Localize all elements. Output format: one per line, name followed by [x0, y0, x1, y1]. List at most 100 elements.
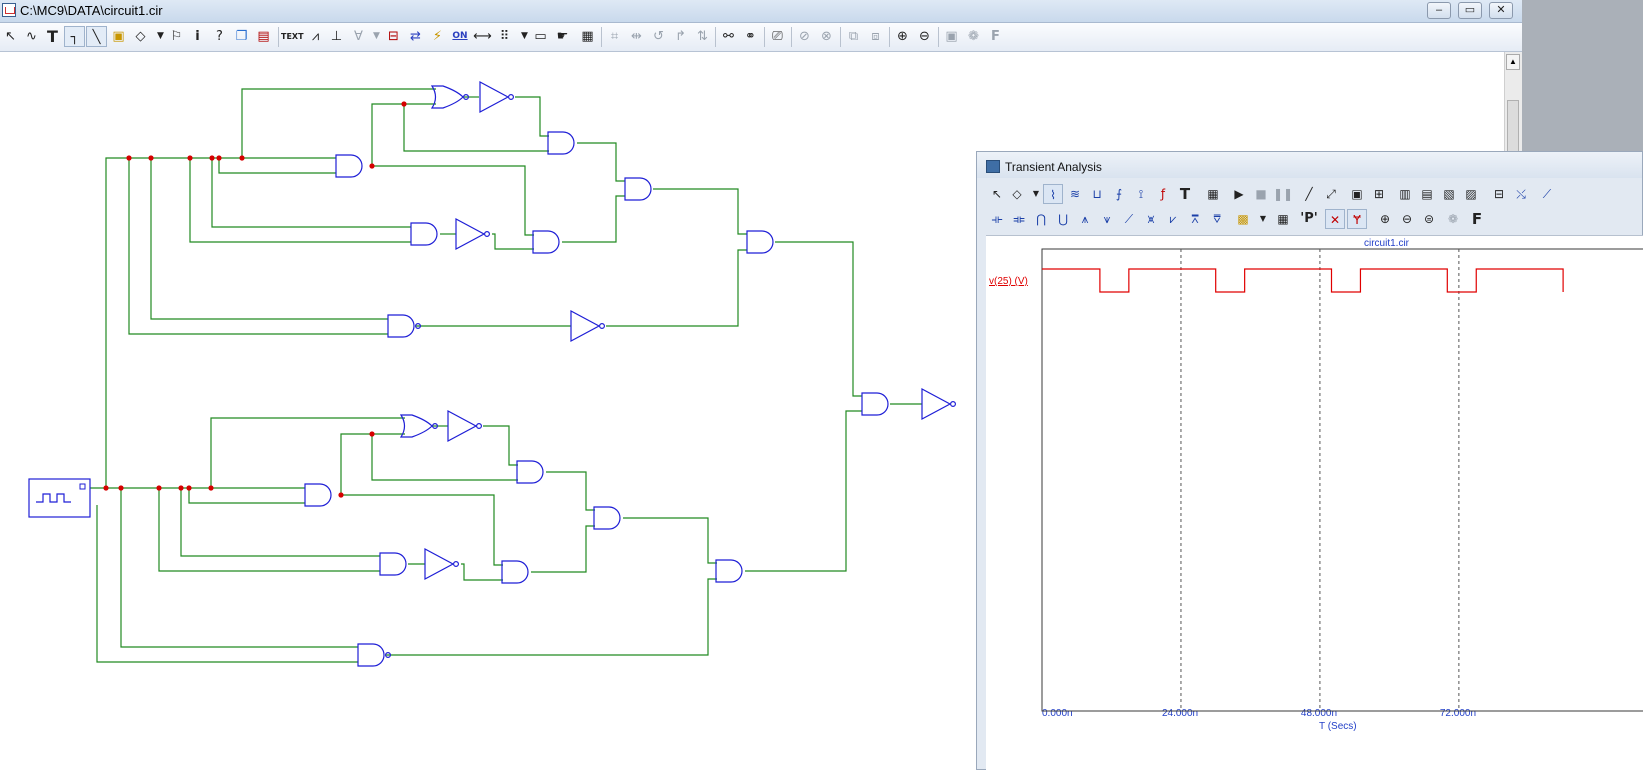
maximize-button[interactable]: ▭	[1458, 2, 1482, 19]
palette-icon[interactable]: ❁	[968, 29, 979, 44]
zoom-out-icon[interactable]: ⊖	[919, 29, 930, 44]
text-tool-icon[interactable]: T	[1179, 185, 1191, 203]
y-axis-tool-icon[interactable]: Ɏ	[1347, 209, 1367, 229]
cursor-left-icon[interactable]: ⟛	[991, 212, 1003, 226]
and-gate[interactable]	[501, 560, 529, 584]
voltage-display-icon[interactable]: ∀	[354, 29, 363, 44]
bus-icon[interactable]: ▣	[112, 29, 125, 44]
and-gate[interactable]	[304, 483, 332, 507]
minor-grid-icon[interactable]: ▤	[1421, 187, 1433, 201]
valley-icon[interactable]: ⋃	[1058, 212, 1068, 226]
x-axis-tool-icon[interactable]: ✕	[1325, 209, 1345, 229]
power-display-icon[interactable]: ⊟	[388, 29, 399, 44]
copy-icon[interactable]: ⧉	[848, 29, 859, 44]
not-gate[interactable]	[447, 410, 482, 442]
and-gate[interactable]	[746, 230, 774, 254]
properties-icon[interactable]: ▦	[1207, 187, 1219, 201]
frame-icon[interactable]: ▣	[1351, 187, 1363, 201]
find-icon[interactable]: ⚯	[723, 29, 734, 44]
zoom-out-icon[interactable]: ⊖	[1401, 212, 1413, 226]
and-gate[interactable]	[715, 559, 743, 583]
shapes-dropdown-icon[interactable]: ▼	[1032, 189, 1040, 198]
horizontal-grid-icon[interactable]: ▧	[1443, 187, 1455, 201]
font-icon[interactable]: F	[991, 29, 1000, 44]
clock-source[interactable]	[28, 478, 91, 518]
current-flow-icon[interactable]: ⇄	[410, 29, 421, 44]
low-icon[interactable]: ⩛	[1103, 212, 1111, 226]
and-gate[interactable]	[593, 506, 621, 530]
warning-icon[interactable]: ⊘	[799, 29, 810, 44]
flag-icon[interactable]: ⚐	[170, 29, 183, 44]
align-icon[interactable]: ⌗	[610, 29, 619, 44]
presentation-icon[interactable]: ⎚	[772, 29, 783, 44]
and-gate[interactable]	[547, 131, 575, 155]
not-gate[interactable]	[455, 218, 490, 250]
inflection-icon[interactable]: ⟋	[1124, 212, 1134, 226]
data-points-icon[interactable]: ⊔	[1092, 187, 1102, 201]
and-gate[interactable]	[357, 643, 385, 667]
not-gate[interactable]	[424, 548, 459, 580]
ruler-icon[interactable]: ⟟	[1138, 187, 1144, 201]
scale-mode-icon[interactable]: ⌇	[1043, 184, 1063, 204]
fourier-icon[interactable]: ƒ	[1160, 187, 1166, 201]
trace-icon[interactable]: ⤯	[1516, 187, 1526, 201]
and-gate[interactable]	[387, 314, 415, 338]
shapes-dropdown-icon[interactable]: ▼	[157, 31, 164, 41]
cursor-line-icon[interactable]: ⤢	[1326, 187, 1336, 201]
mirror-icon[interactable]: ⇹	[631, 29, 642, 44]
not-gate[interactable]	[479, 81, 515, 113]
step-icon[interactable]: ↱	[675, 29, 686, 44]
info-icon[interactable]: i	[195, 29, 200, 44]
global-high-icon[interactable]: ⩙	[1147, 212, 1155, 226]
voltage-dropdown-icon[interactable]: ▼	[373, 31, 380, 41]
and-gate[interactable]	[516, 460, 544, 484]
wire-tool-icon[interactable]: ┐	[64, 26, 85, 47]
pause-icon[interactable]: ❚❚	[1273, 187, 1294, 201]
pin-connections-icon[interactable]: ⊥	[330, 29, 343, 44]
probe-icon[interactable]: 'P'	[1300, 211, 1318, 226]
trace-label-v25[interactable]: v(25) (V)	[989, 276, 1028, 287]
state-display-icon[interactable]: ⚡	[432, 29, 443, 44]
grid-lines-icon[interactable]: ▥	[1399, 187, 1411, 201]
and-gate[interactable]	[532, 230, 560, 254]
cancel-icon[interactable]: ⊗	[821, 29, 832, 44]
grid-icon[interactable]: ⊞	[1373, 187, 1385, 201]
pin-state-icon[interactable]: ON	[452, 31, 468, 41]
scroll-up-arrow-icon[interactable]: ▲	[1506, 54, 1520, 70]
tokens-icon[interactable]: ⨍	[1115, 187, 1123, 201]
grid-dropdown-icon[interactable]: ▼	[521, 31, 528, 41]
binoculars-icon[interactable]: ⚭	[745, 29, 756, 44]
schematic-canvas[interactable]	[0, 52, 1504, 770]
or-gate[interactable]	[400, 414, 438, 438]
font-icon[interactable]: F	[1471, 210, 1483, 228]
tag-icon[interactable]: ▩	[1237, 212, 1249, 226]
select-arrow-icon[interactable]: ↖	[5, 29, 16, 44]
component-wave-icon[interactable]: ∿	[26, 29, 37, 44]
rotate-icon[interactable]: ↺	[653, 29, 664, 44]
shapes-icon[interactable]: ◇	[1012, 187, 1022, 201]
global-low-icon[interactable]: ⩗	[1169, 212, 1177, 226]
not-gate[interactable]	[570, 310, 606, 342]
component-editor-icon[interactable]: ▤	[257, 29, 270, 44]
close-button[interactable]: ✕	[1489, 2, 1513, 19]
and-gate[interactable]	[624, 177, 652, 201]
flip-icon[interactable]: ⇅	[697, 29, 708, 44]
baseline-icon[interactable]: ⊟	[1493, 187, 1505, 201]
output-not-gate[interactable]	[921, 388, 957, 420]
run-icon[interactable]: ▶	[1234, 187, 1244, 201]
top-icon[interactable]: ⩞	[1191, 212, 1199, 226]
and-gate[interactable]	[379, 552, 407, 576]
grid-icon[interactable]: ⠿	[499, 29, 510, 44]
line-tool-icon[interactable]: ╱	[1305, 187, 1313, 201]
table-icon[interactable]: ▦	[1277, 212, 1289, 226]
help-book-icon[interactable]: ❐	[235, 29, 248, 44]
tag-dropdown-icon[interactable]: ▼	[1259, 214, 1267, 223]
and-gate[interactable]	[335, 154, 363, 178]
or-gate[interactable]	[431, 85, 469, 109]
zoom-in-icon[interactable]: ⊕	[897, 29, 908, 44]
select-arrow-icon[interactable]: ↖	[991, 187, 1003, 201]
and-gate[interactable]	[410, 222, 438, 246]
palette-icon[interactable]: ❁	[1447, 212, 1459, 226]
diagonal-wire-icon[interactable]: ╲	[86, 26, 107, 47]
